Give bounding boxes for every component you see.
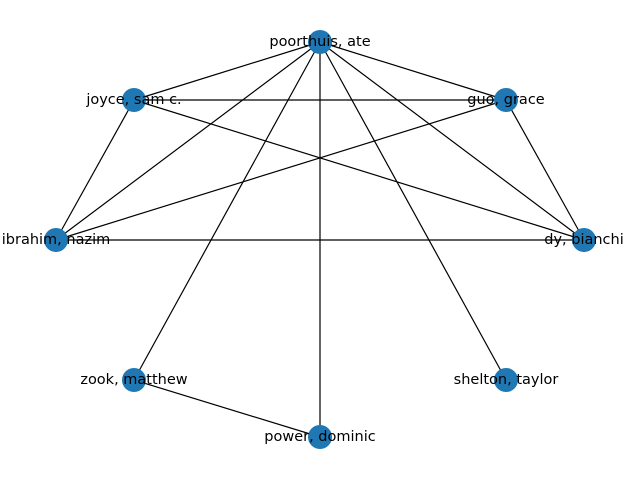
label-layer: poorthuis, ate joyce, sam c. guo, grace ibr… — [2, 34, 624, 445]
edge-poorthuis-dybianchi — [319, 41, 585, 241]
node-label-power: power, dominic — [264, 429, 375, 445]
node-label-ibrahim: ibrahim, nazim — [2, 232, 110, 248]
edge-poorthuis-joyce — [133, 41, 321, 101]
edge-joyce-ibrahim — [55, 99, 135, 241]
edge-poorthuis-zook — [133, 41, 321, 381]
node-zook[interactable] — [122, 368, 146, 392]
node-layer — [44, 30, 596, 449]
node-power[interactable] — [308, 425, 332, 449]
node-label-dybianchi: dy, bianchi — [544, 232, 624, 248]
node-label-joyce: joyce, sam c. — [85, 92, 181, 108]
edge-guo-dybianchi — [505, 99, 585, 241]
edge-poorthuis-ibrahim — [55, 41, 321, 241]
node-label-zook: zook, matthew — [80, 372, 187, 388]
node-ibrahim[interactable] — [44, 228, 68, 252]
edge-poorthuis-guo — [319, 41, 507, 101]
node-label-poorthuis: poorthuis, ate — [269, 34, 370, 50]
node-label-guo: guo, grace — [467, 92, 545, 108]
edge-joyce-dybianchi — [133, 99, 585, 241]
node-dybianchi[interactable] — [572, 228, 596, 252]
node-poorthuis[interactable] — [308, 30, 332, 54]
node-joyce[interactable] — [122, 88, 146, 112]
edge-zook-power — [133, 379, 321, 438]
node-shelton[interactable] — [494, 368, 518, 392]
edge-poorthuis-shelton — [319, 41, 507, 381]
node-label-shelton: shelton, taylor — [454, 372, 559, 388]
edge-layer — [55, 41, 585, 438]
node-guo[interactable] — [494, 88, 518, 112]
edge-guo-ibrahim — [55, 99, 507, 241]
